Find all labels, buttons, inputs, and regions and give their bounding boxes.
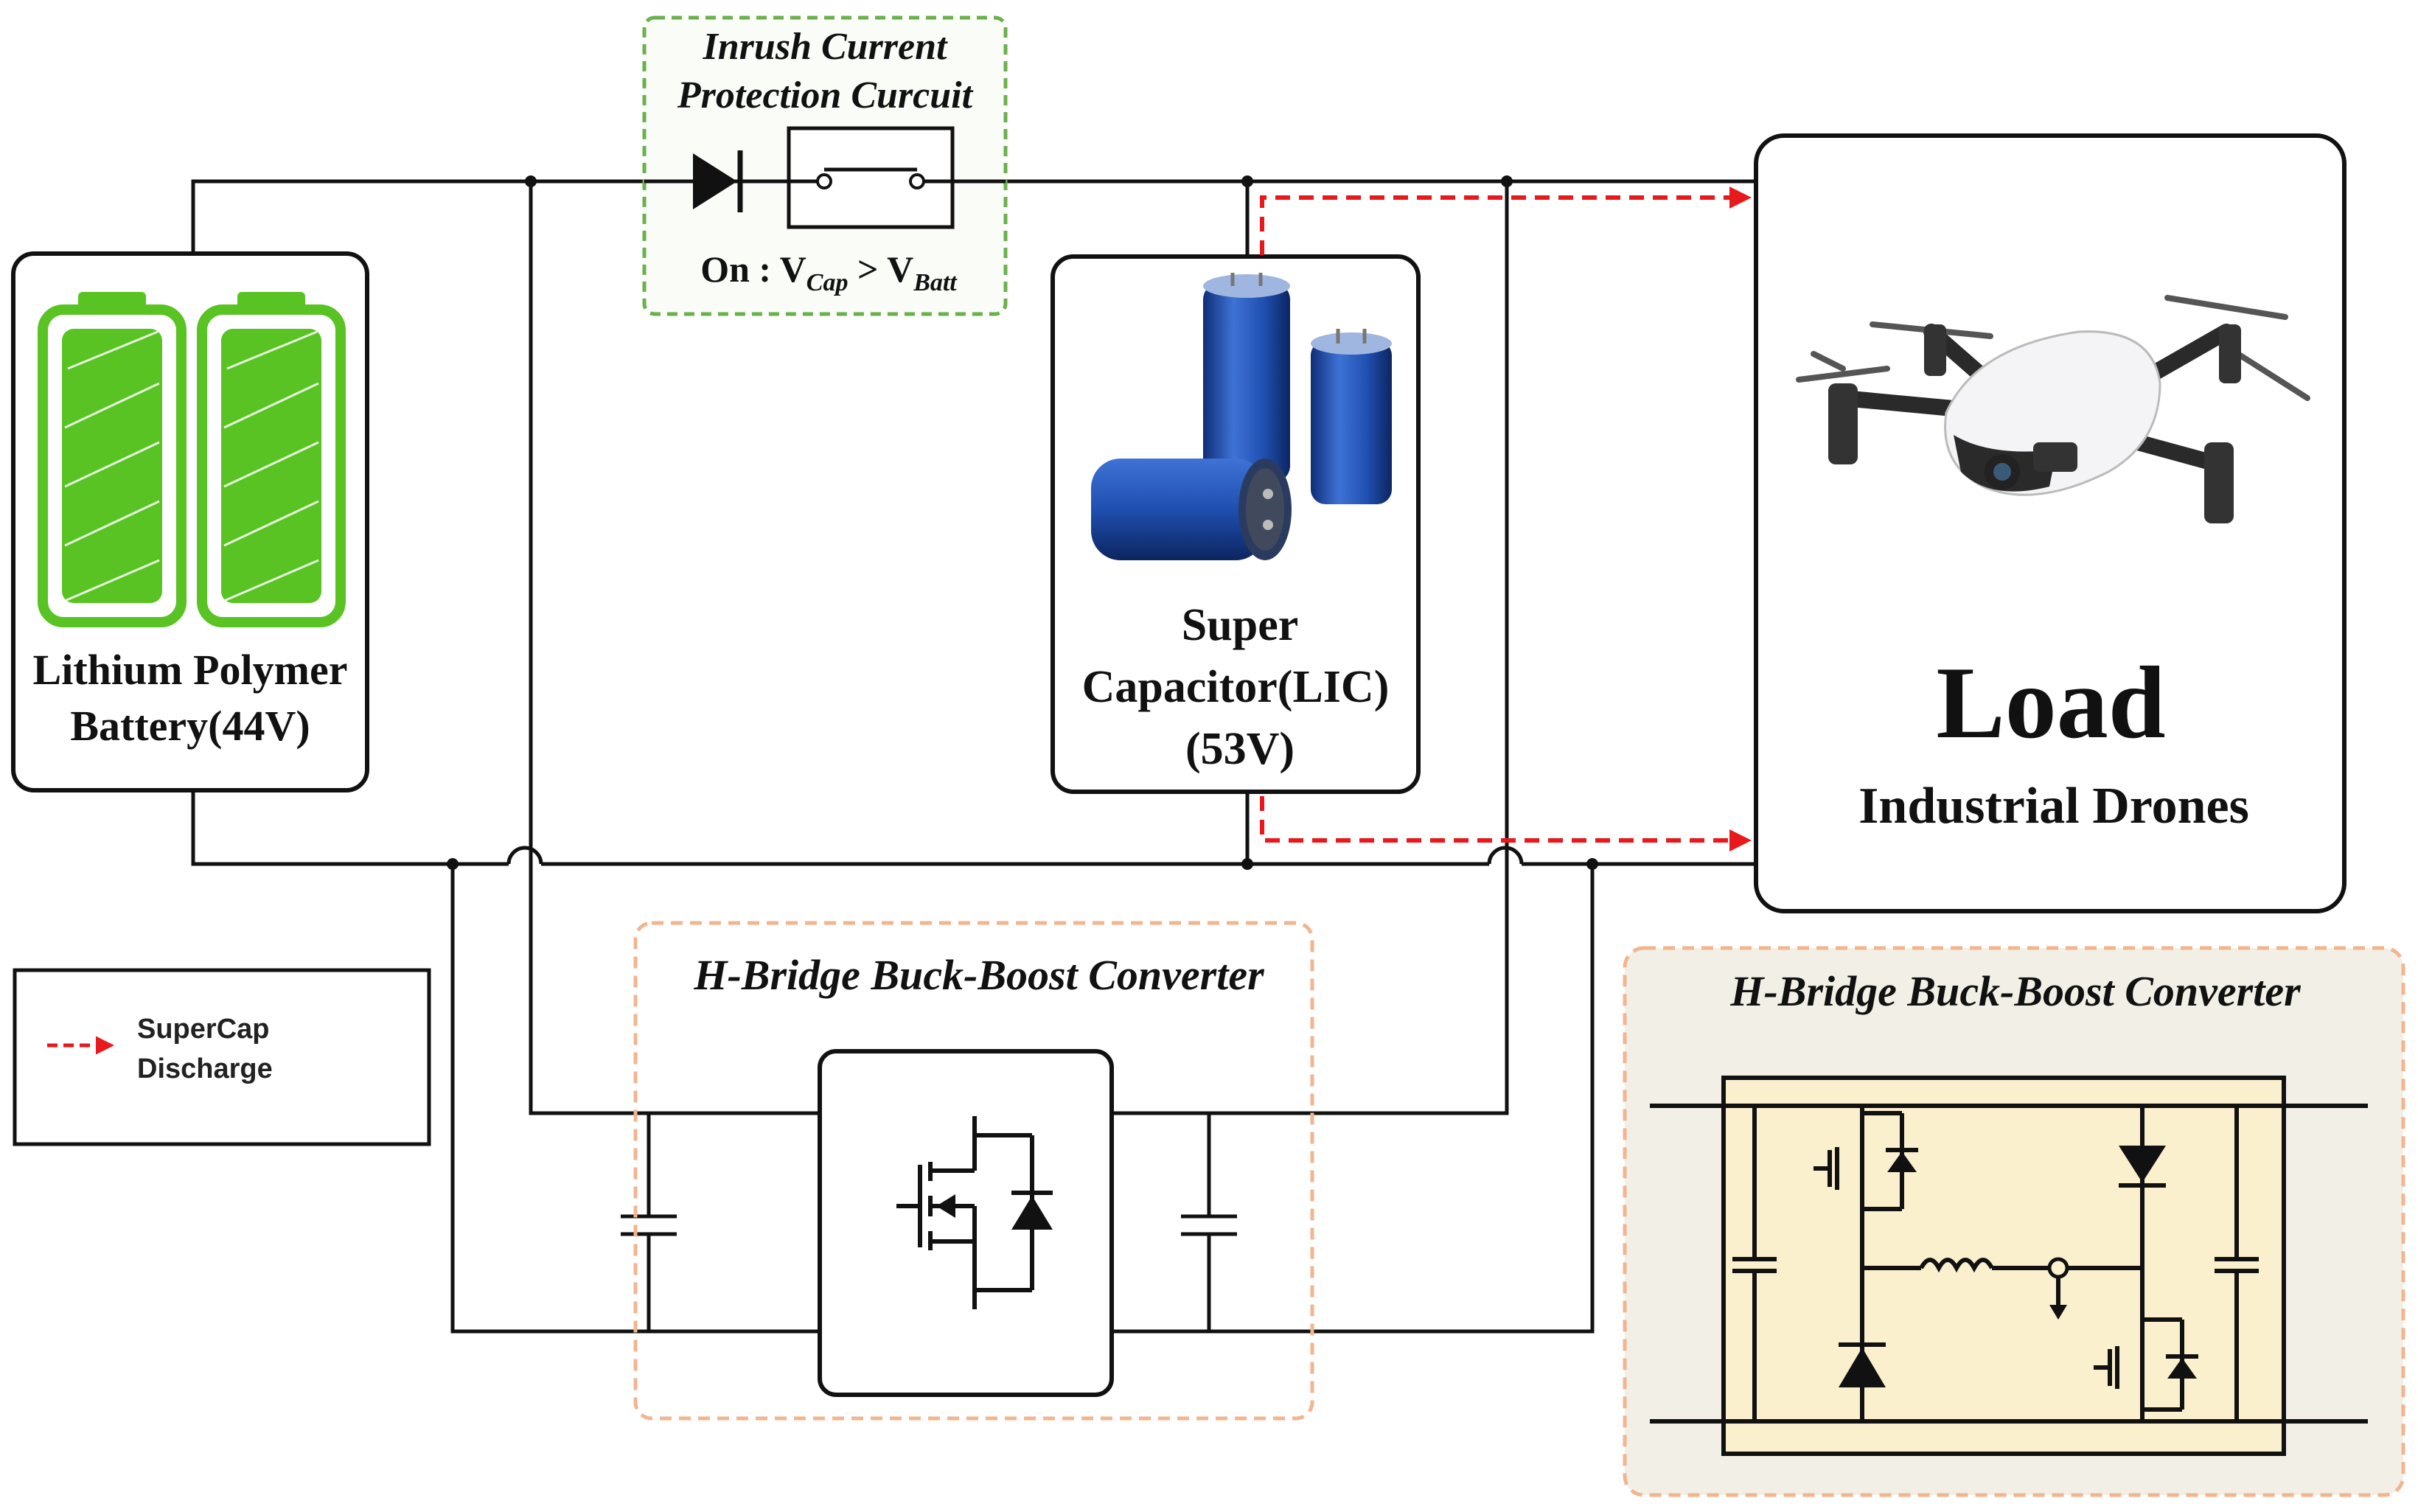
discharge-arrow-bottom <box>1260 796 1752 851</box>
supercap-label-line1: Super <box>1182 600 1298 650</box>
converter-schematic <box>1650 1104 2368 1424</box>
converter-detail: H-Bridge Buck-Boost Converter <box>1623 946 2405 1497</box>
drone-icon <box>1796 295 2310 523</box>
battery-label-line2: Battery(44V) <box>70 702 310 750</box>
supercap-label-line3: (53V) <box>1185 724 1295 774</box>
diode-icon <box>1839 1146 2197 1387</box>
junction-dots <box>447 175 1598 870</box>
legend-label-line2: Discharge <box>137 1053 273 1084</box>
converter-main: H-Bridge Buck-Boost Converter <box>633 921 1314 1421</box>
supercap-label-line2: Capacitor(LIC) <box>1082 662 1390 712</box>
discharge-arrow-top <box>1260 187 1752 255</box>
load-block: Load Industrial Drones <box>1754 133 2346 913</box>
battery-cell-icon <box>197 292 346 627</box>
legend-label-line1: SuperCap <box>137 1014 269 1045</box>
inrush-title-line2: Protection Curcuit <box>677 74 974 116</box>
inrush-condition: On : VCap > VBatt <box>700 248 958 296</box>
inrush-title-line1: Inrush Current <box>703 26 949 68</box>
bottom-bus-wire <box>191 792 509 866</box>
converter-main-title: H-Bridge Buck-Boost Converter <box>693 951 1264 999</box>
capacitor-image-icon <box>1091 273 1392 560</box>
converter-input-bottom-wire <box>450 864 820 1334</box>
load-subtitle: Industrial Drones <box>1858 778 2249 835</box>
discharge-paths <box>1260 187 1752 851</box>
battery-cell-icon <box>38 292 187 627</box>
converter-output-bottom-wire <box>1112 864 1595 1334</box>
inrush-protection-circuit: Inrush Current Protection Curcuit On : V… <box>642 15 1008 316</box>
supercapacitor-block: Super Capacitor(LIC) (53V) <box>1051 254 1421 794</box>
converter-output-top-wire <box>1112 181 1509 1115</box>
converter-input-top-wire <box>529 181 820 1115</box>
switch-icon <box>787 126 955 229</box>
top-bus-wire <box>191 179 693 257</box>
battery-label-line1: Lithium Polymer <box>33 646 348 694</box>
converter-detail-title: H-Bridge Buck-Boost Converter <box>1729 967 2301 1015</box>
battery-block: Lithium Polymer Battery(44V) <box>11 251 369 792</box>
load-title: Load <box>1936 646 2165 760</box>
legend: SuperCap Discharge <box>13 968 431 1146</box>
